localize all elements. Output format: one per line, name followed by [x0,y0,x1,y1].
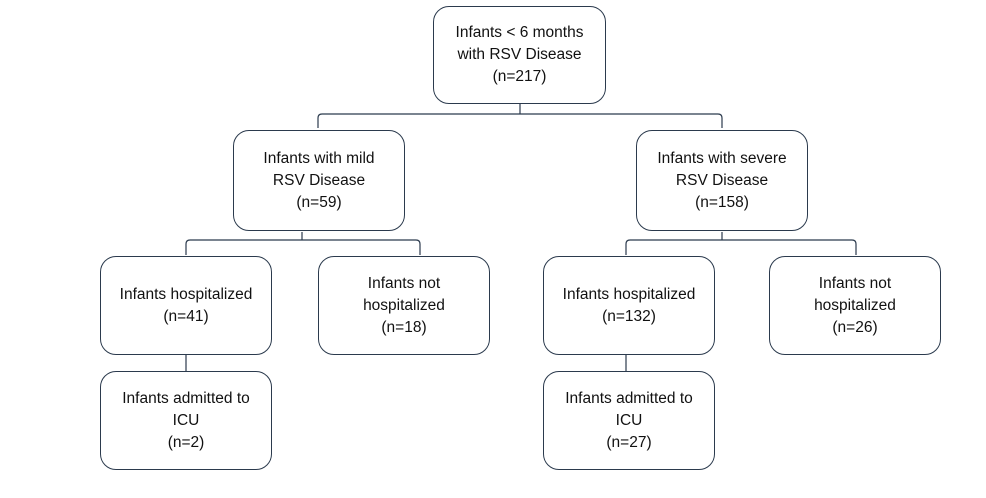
connector-severe-bracket [625,232,857,255]
node-mild-not-hospitalized-line-2: hospitalized [363,296,445,314]
node-mild-not-hospitalized-line-1: Infants not [367,274,441,292]
node-severe-not-hospitalized: Infants not hospitalized (n=26) [769,256,941,355]
node-mild-hospitalized-line-2: (n=41) [163,307,209,325]
node-mild-not-hospitalized-line-3: (n=18) [381,318,427,336]
node-mild-icu-line-2: ICU [172,411,200,429]
node-root-line-1: Infants < 6 months [455,24,584,41]
node-severe-line-2: RSV Disease [675,171,769,189]
node-mild-line-3: (n=59) [296,193,342,211]
node-severe-not-hospitalized-line-1: Infants not [818,274,892,292]
node-root: Infants < 6 months with RSV Disease (n=2… [433,6,606,104]
connector-mild-bracket [185,232,421,255]
node-severe-hospitalized-line-2: (n=132) [602,307,656,325]
node-severe-hospitalized: Infants hospitalized (n=132) [543,256,715,355]
node-root-line-3: (n=217) [492,68,547,85]
node-severe-not-hospitalized-line-3: (n=26) [832,318,878,336]
node-severe-icu-line-2: ICU [615,411,643,429]
node-mild-line-2: RSV Disease [272,171,366,189]
node-mild-hospitalized: Infants hospitalized (n=41) [100,256,272,355]
node-mild-line-1: Infants with mild [263,149,375,167]
node-severe-icu-line-3: (n=27) [606,433,652,451]
node-mild: Infants with mild RSV Disease (n=59) [233,130,405,231]
node-mild-icu-line-3: (n=2) [167,433,205,451]
connector-root-bracket [317,104,723,128]
node-mild-icu: Infants admitted to ICU (n=2) [100,371,272,470]
node-severe-hospitalized-line-1: Infants hospitalized [562,285,696,303]
node-severe-icu: Infants admitted to ICU (n=27) [543,371,715,470]
node-mild-icu-line-1: Infants admitted to [122,389,250,407]
node-root-line-2: with RSV Disease [457,46,582,63]
node-mild-not-hospitalized: Infants not hospitalized (n=18) [318,256,490,355]
node-severe-not-hospitalized-line-2: hospitalized [814,296,896,314]
node-mild-hospitalized-line-1: Infants hospitalized [119,285,253,303]
node-severe: Infants with severe RSV Disease (n=158) [636,130,808,231]
node-severe-line-1: Infants with severe [657,149,787,167]
node-severe-line-3: (n=158) [695,193,749,211]
node-severe-icu-line-1: Infants admitted to [565,389,693,407]
